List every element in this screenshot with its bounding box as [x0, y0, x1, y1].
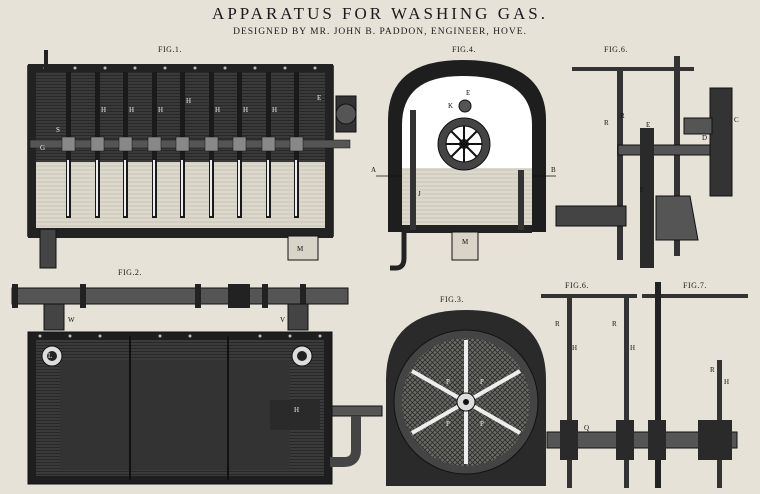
- fig6b-letter-h1: H: [572, 344, 577, 352]
- fig1-letter-h1: H: [101, 106, 106, 114]
- fig1-letter-h2: H: [129, 106, 134, 114]
- fig4-label: FIG.4.: [452, 45, 476, 54]
- fig6b-fig7-drawing: R R H H Q R H: [541, 282, 748, 488]
- fig1-letter-h4: H: [186, 97, 191, 105]
- page-title: APPARATUS FOR WASHING GAS.: [212, 4, 548, 23]
- fig2-letter-h: H: [294, 406, 299, 414]
- fig2-letter-w: W: [68, 316, 75, 324]
- fig3-letter-p4: P: [480, 420, 484, 428]
- fig6a-letter-f: F: [640, 186, 644, 194]
- fig3-letter-p1: P: [446, 378, 450, 386]
- fig3-label: FIG.3.: [440, 295, 464, 304]
- fig6a-letter-r1: R: [604, 119, 609, 127]
- fig6b-letter-h2: H: [630, 344, 635, 352]
- fig6b-label: FIG.6.: [565, 281, 589, 290]
- fig2-drawing: W V L H: [11, 284, 383, 485]
- fig2-label: FIG.2.: [118, 268, 142, 277]
- fig1-letter-h5: H: [215, 106, 220, 114]
- fig7-letter-h: H: [724, 378, 729, 386]
- fig1-letter-h7: H: [272, 106, 277, 114]
- fig6a-drawing: R R E F C D: [555, 56, 739, 268]
- fig6a-label: FIG.6.: [604, 45, 628, 54]
- fig6a-letter-e: E: [646, 121, 650, 129]
- fig1-letter-h6: H: [243, 106, 248, 114]
- fig4-letter-m: M: [462, 238, 469, 246]
- fig1-letter-h3: H: [158, 106, 163, 114]
- fig1-label: FIG.1.: [158, 45, 182, 54]
- fig1-letter-g: G: [40, 144, 45, 152]
- fig3-letter-p2: P: [480, 378, 484, 386]
- fig1-drawing: M H H H H H H H E S G: [27, 50, 357, 269]
- fig6a-letter-d: D: [702, 134, 707, 142]
- fig1-letter-s: S: [56, 126, 60, 134]
- page-subtitle: DESIGNED BY MR. JOHN B. PADDON, ENGINEER…: [233, 27, 527, 37]
- fig4-drawing: M E K J A B: [371, 60, 556, 271]
- fig1-letter-m: M: [297, 245, 304, 253]
- fig2-letter-v: V: [280, 316, 285, 324]
- fig4-letter-e: E: [466, 89, 470, 97]
- fig6a-letter-c: C: [734, 116, 739, 124]
- fig7-label: FIG.7.: [683, 281, 707, 290]
- fig4-letter-b: B: [551, 166, 556, 174]
- fig6b-letter-q: Q: [584, 424, 589, 432]
- fig4-letter-j: J: [418, 190, 421, 198]
- fig4-letter-a: A: [371, 166, 376, 174]
- fig3-letter-p3: P: [446, 420, 450, 428]
- fig6b-letter-r2: R: [612, 320, 617, 328]
- fig4-letter-k: K: [448, 102, 453, 110]
- fig2-letter-l: L: [48, 352, 52, 360]
- fig1-letter-e: E: [317, 94, 321, 102]
- fig6a-letter-r2: R: [620, 112, 625, 120]
- fig3-drawing: P P P P: [386, 310, 546, 486]
- fig6b-letter-r1: R: [555, 320, 560, 328]
- fig7-letter-r: R: [710, 366, 715, 374]
